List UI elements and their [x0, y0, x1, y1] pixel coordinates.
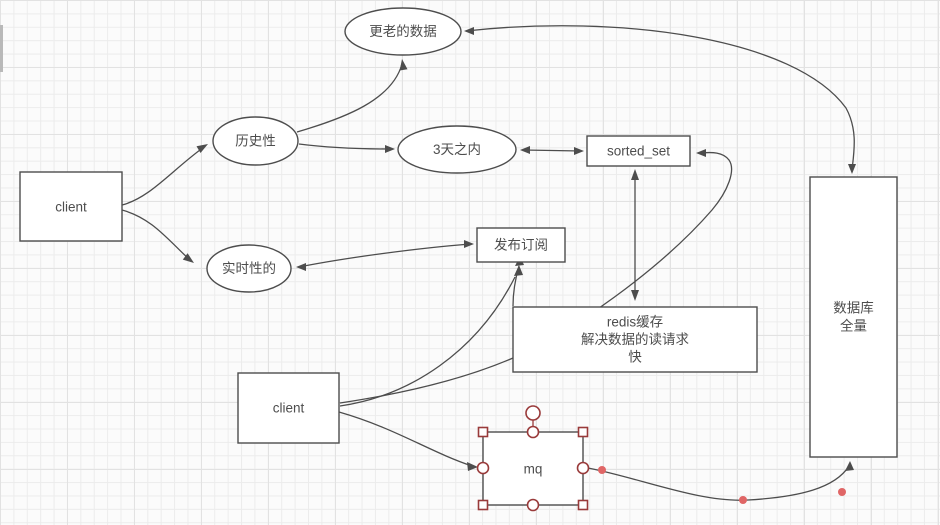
node-older-data[interactable] [344, 7, 462, 56]
connection-handle-top[interactable] [526, 425, 540, 439]
node-client-top[interactable] [19, 171, 123, 242]
arrowhead [182, 253, 194, 263]
arrowhead [464, 27, 474, 35]
node-within-3-days-label: 3天之内 [433, 142, 481, 157]
arrowhead [514, 265, 523, 276]
edge-realtime-pub-sub[interactable] [298, 243, 471, 268]
rotation-handle[interactable] [525, 405, 541, 421]
edge-waypoint[interactable] [838, 488, 846, 496]
node-redis-cache-line1: redis缓存 [607, 315, 663, 330]
node-sorted-set-label: sorted_set [607, 144, 670, 159]
node-realtime-label: 实时性的 [222, 261, 276, 276]
resize-handle-top-right[interactable] [577, 426, 589, 438]
arrowhead [845, 461, 854, 471]
connection-handle-right[interactable] [576, 461, 590, 475]
arrowhead [696, 149, 706, 157]
edge-redis-to-pub-sub[interactable] [512, 265, 520, 307]
node-history[interactable] [212, 116, 299, 166]
edge-history-to-within-3-days[interactable] [298, 143, 391, 150]
node-redis-cache[interactable] [512, 306, 758, 373]
node-client-top-label: client [55, 200, 87, 215]
edge-older-data-database[interactable] [465, 25, 855, 171]
arrowhead [464, 240, 474, 248]
edge-client-top-to-history[interactable] [121, 146, 205, 206]
arrowhead [196, 144, 208, 153]
edge-client-top-to-realtime[interactable] [121, 209, 191, 261]
node-database-line1: 数据库 [833, 301, 874, 316]
node-within-3-days[interactable] [397, 125, 517, 174]
node-realtime[interactable] [206, 244, 292, 293]
node-mq-label: mq [524, 462, 543, 477]
edge-history-to-older-data[interactable] [296, 63, 403, 133]
node-client-bottom-label: client [273, 401, 305, 416]
connection-handle-bottom[interactable] [526, 498, 540, 512]
connection-handle-left[interactable] [476, 461, 490, 475]
arrowhead [385, 145, 395, 153]
arrowhead [574, 147, 584, 155]
node-sorted-set[interactable] [586, 135, 691, 167]
node-pub-sub[interactable] [476, 227, 566, 263]
node-redis-cache-line2: 解决数据的读请求 [581, 332, 689, 347]
arrowhead [296, 263, 306, 271]
node-database-line2: 全量 [840, 318, 867, 334]
edge-client-bottom-to-pub-sub[interactable] [339, 276, 516, 407]
edge-within-3-days-sorted-set[interactable] [522, 149, 582, 152]
node-database[interactable] [809, 176, 898, 458]
left-scrollbar[interactable] [0, 25, 3, 72]
node-client-bottom[interactable] [237, 372, 340, 444]
node-history-label: 历史性 [235, 134, 276, 149]
node-older-data-label: 更老的数据 [369, 24, 437, 39]
node-pub-sub-label: 发布订阅 [494, 238, 548, 253]
arrowhead [520, 146, 530, 154]
arrowhead [848, 164, 856, 174]
edge-waypoint[interactable] [598, 466, 606, 474]
edge-waypoint[interactable] [739, 496, 747, 504]
resize-handle-bottom-left[interactable] [477, 499, 489, 511]
arrowhead [631, 290, 639, 301]
edge-mq-to-database[interactable] [587, 465, 850, 501]
resize-handle-top-left[interactable] [477, 426, 489, 438]
resize-handle-bottom-right[interactable] [577, 499, 589, 511]
node-redis-cache-line3: 快 [628, 350, 642, 365]
edge-client-bottom-to-sorted-set[interactable] [339, 151, 733, 404]
edge-client-bottom-to-mq[interactable] [338, 411, 473, 467]
arrowhead [631, 169, 639, 180]
arrowhead [399, 59, 408, 71]
arrowhead [467, 462, 478, 471]
